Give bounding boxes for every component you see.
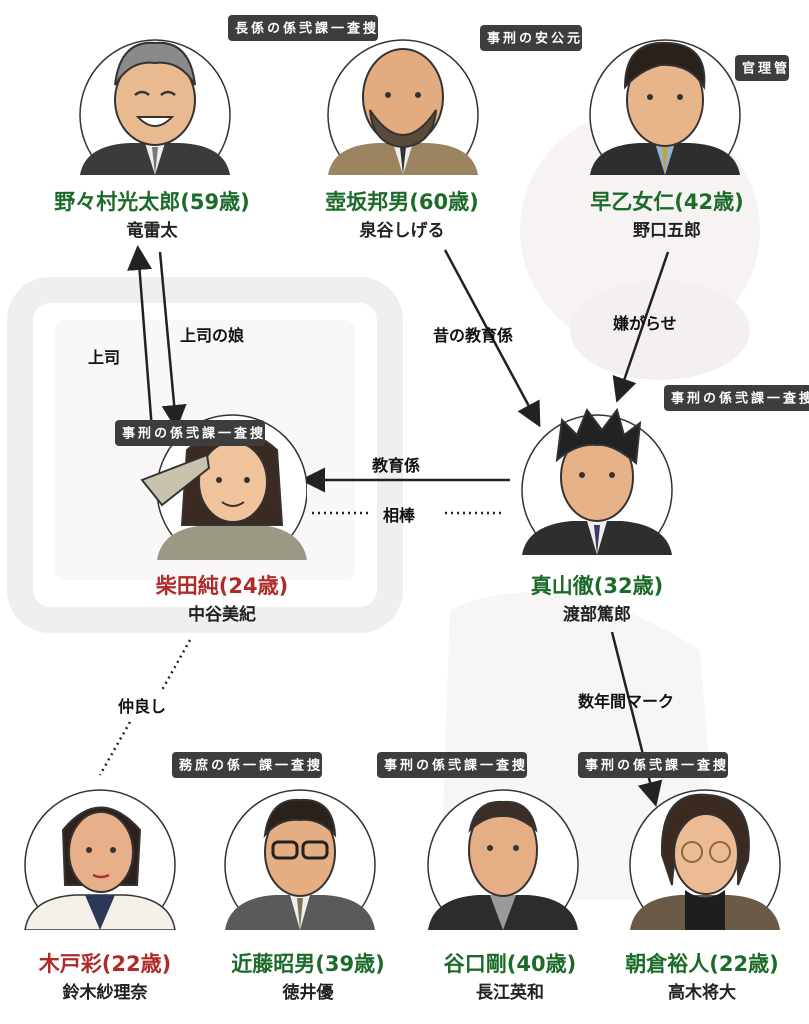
role-badge-kido: 捜査一課一係の庶務 [172,752,322,778]
actor-shibata: 中谷美紀 [188,605,256,625]
name-nonomura: 野々村光太郎(59歳) [54,190,250,214]
role-badge-shibata: 捜査一課弐係の刑事 [115,420,265,446]
relation-label-harassment: 嫌がらせ [613,314,677,333]
name-kido: 木戸彩(22歳) [38,952,172,976]
portrait-nonomura [79,39,231,175]
role-badge-nonomura: 捜査一課弐係の係長 [228,15,378,41]
relation-label-boss-daughter: 上司の娘 [180,326,245,345]
name-asakura: 朝倉裕人(22歳) [625,952,779,976]
actor-kondo: 徳井優 [282,983,334,1003]
name-saotome: 早乙女仁(42歳) [590,190,744,214]
actor-nonomura: 竜雷太 [126,221,178,241]
relation-label-boss: 上司 [88,348,121,367]
portrait-tsubosaka [327,39,479,175]
role-badge-saotome: 管理官 [735,55,789,81]
portrait-kondo [224,789,376,930]
actor-taniguchi: 長江英和 [476,983,544,1003]
portrait-taniguchi [427,789,579,930]
actor-kido: 鈴木紗理奈 [62,983,148,1003]
actor-saotome: 野口五郎 [633,221,701,241]
name-tsubosaka: 壺坂邦男(60歳) [325,190,479,214]
portrait-mayama [521,407,673,555]
name-kondo: 近藤昭男(39歳) [231,952,385,976]
line-friends-top [160,639,192,691]
line-harassment [612,251,670,403]
relation-label-old-mentor: 昔の教育係 [433,326,514,345]
relation-label-partner: 相棒 [383,506,416,525]
line-boss-daughter [158,251,187,430]
relation-label-marked: 数年間マーク [578,692,675,711]
relation-label-mentor: 教育係 [372,456,421,475]
role-badge-tsubosaka: 元公安の刑事 [480,25,582,51]
actor-mayama: 渡部篤郎 [563,605,631,625]
role-badge-kondo: 捜査一課弐係の刑事 [377,752,527,778]
actor-asakura: 高木将大 [668,983,736,1003]
name-mayama: 真山徹(32歳) [530,574,664,598]
name-taniguchi: 谷口剛(40歳) [443,952,577,976]
portrait-saotome [589,39,741,175]
relation-label-friends: 仲良し [118,697,167,716]
line-old-mentor [443,249,541,428]
actor-tsubosaka: 泉谷しげる [359,221,445,241]
portrait-kido [24,789,176,930]
role-badge-mayama: 捜査一課弐係の刑事 [664,385,809,411]
line-boss [127,245,154,431]
portrait-asakura [629,789,781,930]
role-badge-taniguchi: 捜査一課弐係の刑事 [578,752,728,778]
name-shibata: 柴田純(24歳) [155,574,289,598]
line-friends-bottom [98,721,132,776]
